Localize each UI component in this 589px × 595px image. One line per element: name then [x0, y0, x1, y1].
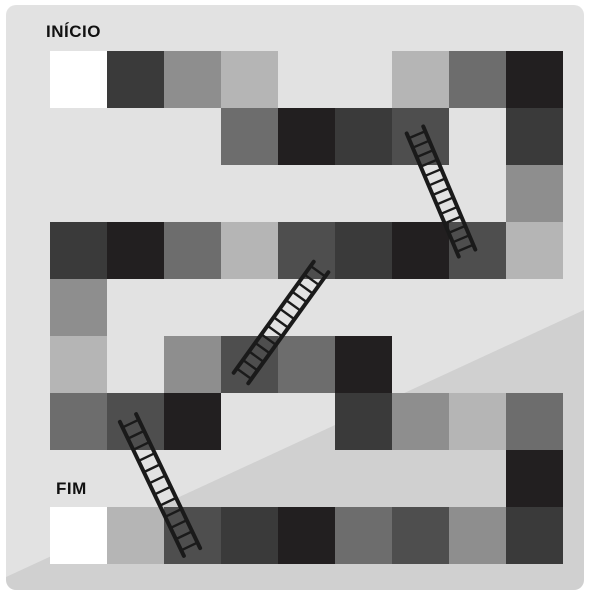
ladder-rung	[139, 453, 155, 461]
ladder-middle	[234, 262, 329, 384]
ladder-rung	[237, 368, 252, 379]
ladder-rung	[409, 131, 426, 138]
ladder-rung	[133, 442, 149, 450]
ladder-rung	[155, 487, 171, 495]
ladder-rung	[123, 420, 139, 428]
ladder-rail	[136, 414, 200, 548]
ladder-rung	[243, 360, 258, 371]
ladder-rung	[128, 431, 144, 439]
ladder-rung	[421, 160, 438, 167]
ladder-rung	[429, 179, 446, 186]
ladder-rung	[286, 300, 301, 311]
ladder-rung	[433, 188, 450, 195]
ladder-rung	[298, 283, 313, 294]
ladder-rung	[445, 216, 462, 223]
ladder-rung	[453, 235, 470, 242]
ladder-rung	[249, 351, 264, 362]
ladders-layer	[6, 5, 584, 590]
ladder-rung	[144, 464, 160, 472]
ladder-top-right	[407, 126, 476, 256]
ladder-rung	[255, 343, 270, 354]
ladder-rung	[160, 498, 176, 506]
ladder-rung	[268, 326, 283, 337]
ladder-rung	[417, 150, 434, 157]
ladder-rung	[413, 141, 430, 148]
ladder-rung	[304, 275, 319, 286]
ladder-rung	[425, 169, 442, 176]
ladder-rung	[457, 245, 474, 252]
ladder-rung	[311, 266, 326, 277]
ladder-rung	[176, 531, 192, 539]
ladder-rung	[292, 292, 307, 303]
ladder-bottom-left	[120, 414, 200, 556]
ladder-rung	[171, 520, 187, 528]
game-board: INÍCIO FIM	[6, 5, 584, 590]
ladder-rung	[261, 334, 276, 345]
ladder-rung	[274, 317, 289, 328]
ladder-rung	[181, 543, 197, 551]
ladder-rung	[280, 309, 295, 320]
ladder-rung	[437, 197, 454, 204]
ladder-rung	[165, 509, 181, 517]
ladder-rung	[149, 476, 165, 484]
ladder-rung	[449, 226, 466, 233]
ladder-rail	[120, 422, 184, 556]
ladder-rung	[441, 207, 458, 214]
